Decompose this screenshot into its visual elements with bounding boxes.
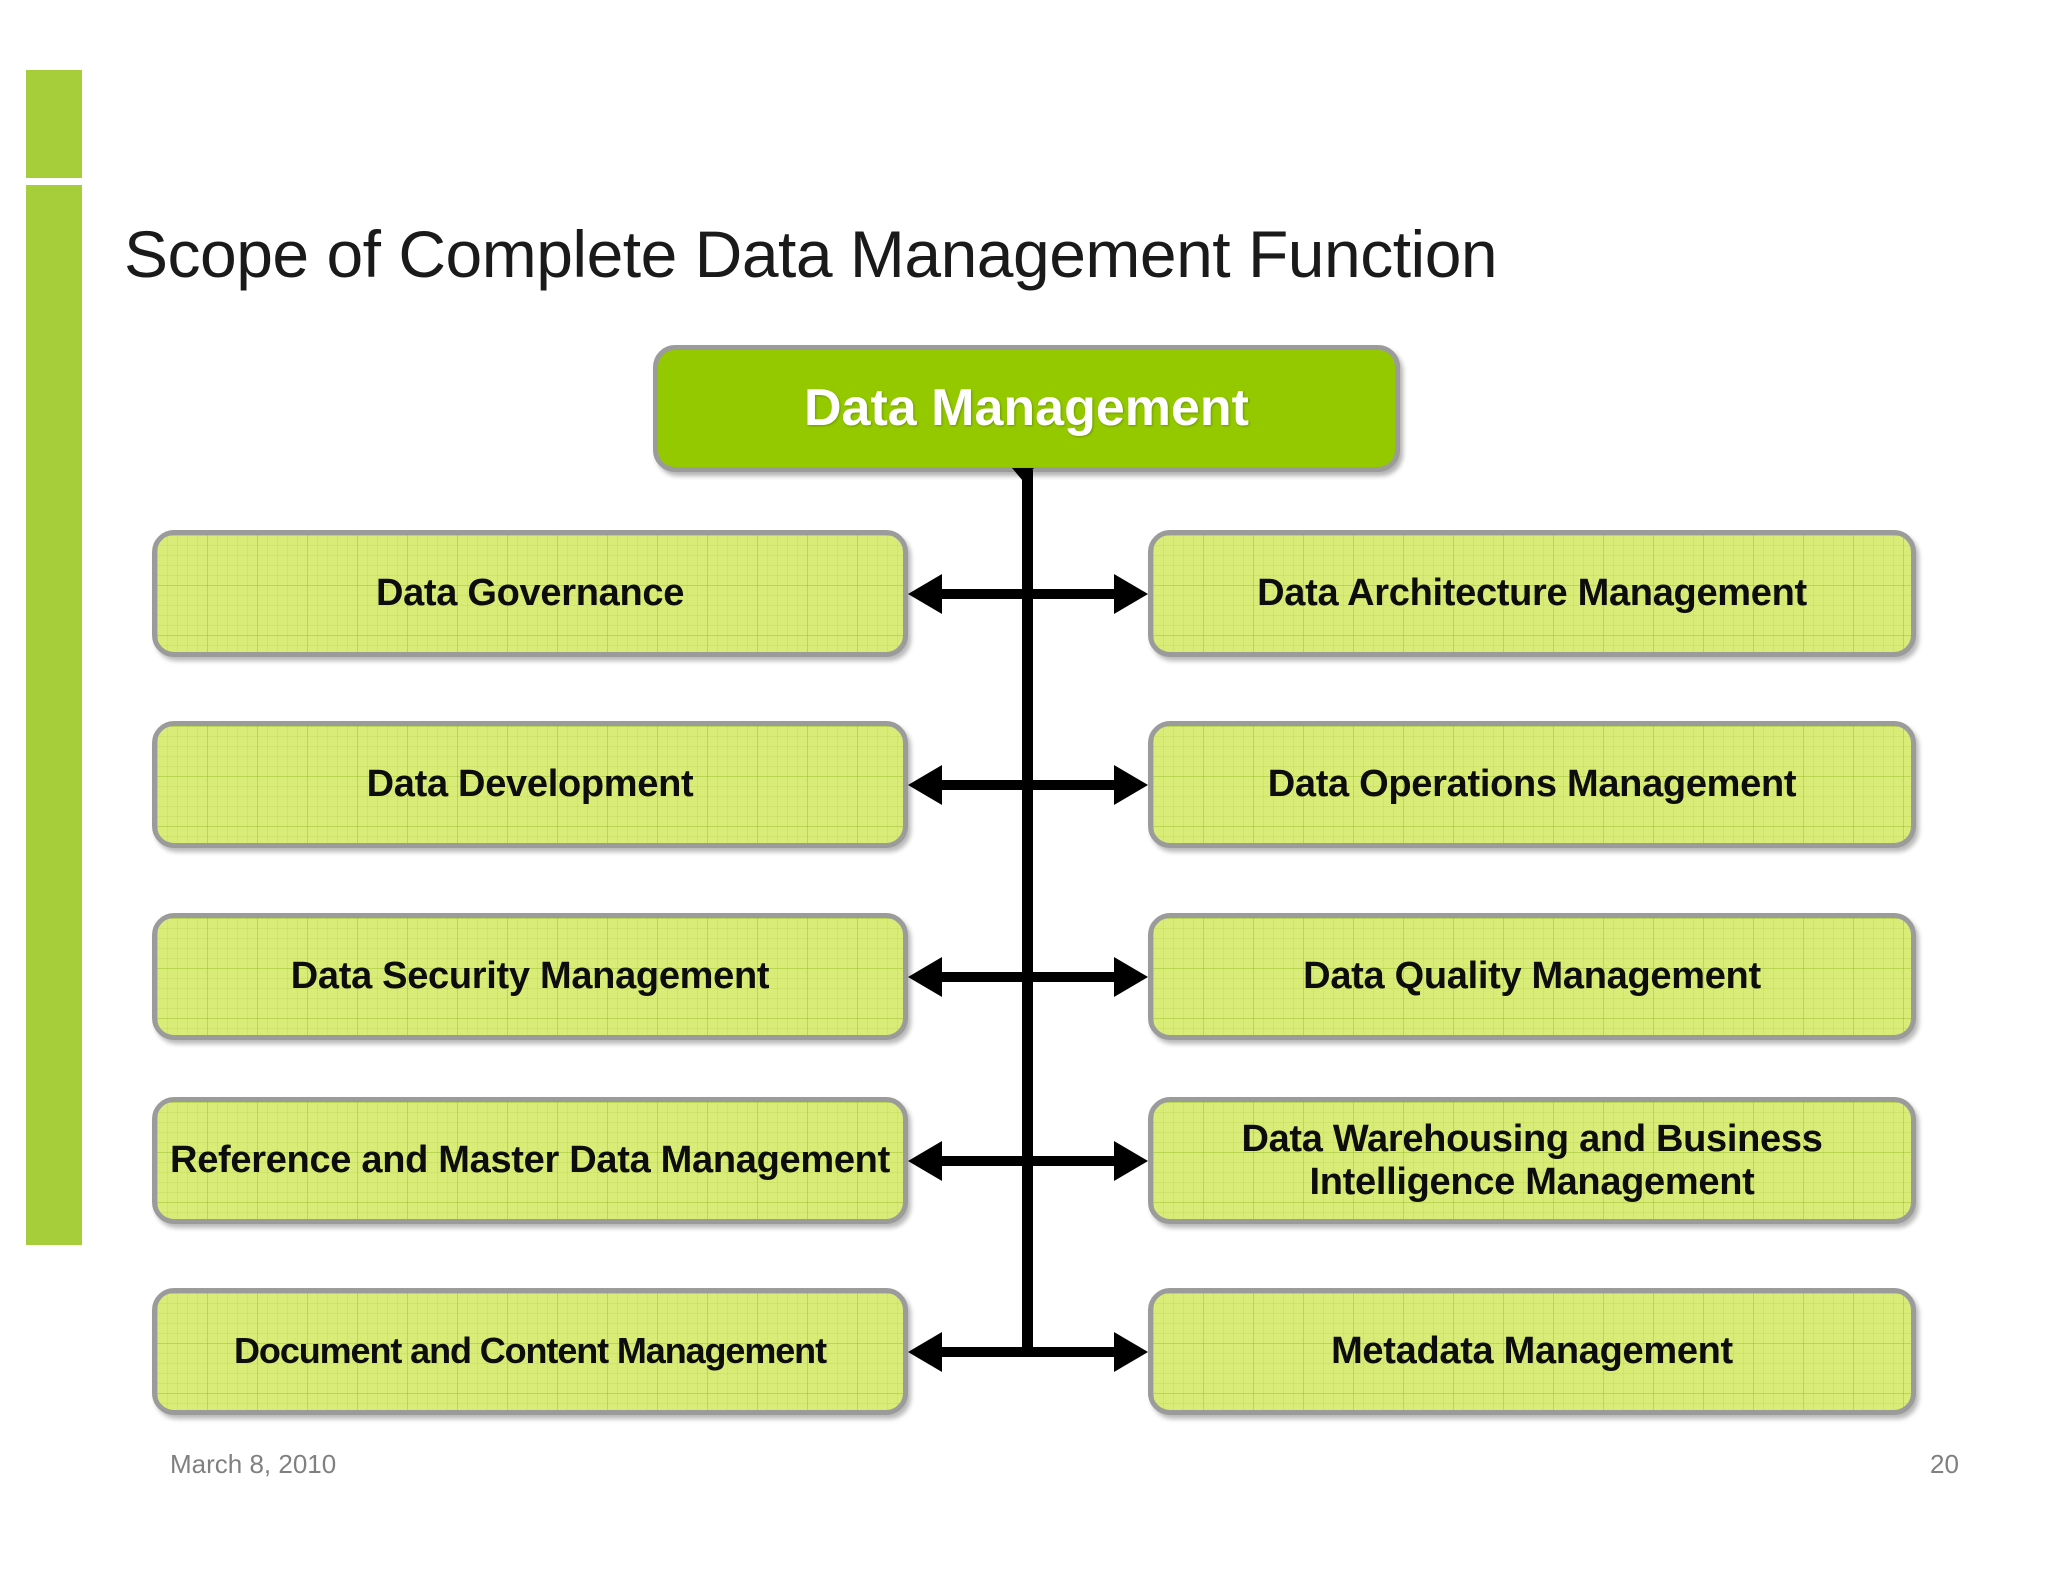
node-data-security-management[interactable]: Data Security Management [152,913,908,1040]
arrow-right-icon [1114,1332,1148,1372]
arrow-shaft [930,589,1126,599]
page-title: Scope of Complete Data Management Functi… [124,217,1498,292]
footer-page-number: 20 [1930,1449,1959,1479]
arrow-right-icon [1114,574,1148,614]
node-data-development-label: Data Development [366,763,694,806]
node-data-security-management-label: Data Security Management [290,955,770,998]
connector-row-5 [908,1332,1148,1372]
node-data-warehousing-and-business-intelligence-management[interactable]: Data Warehousing and Business Intelligen… [1148,1097,1916,1224]
connector-row-4 [908,1141,1148,1181]
arrow-right-icon [1114,765,1148,805]
node-data-operations-management[interactable]: Data Operations Management [1148,721,1916,848]
arrow-shaft [930,972,1126,982]
accent-bar-main [26,185,82,1245]
node-data-warehousing-and-business-intelligence-management-label: Data Warehousing and Business Intelligen… [1241,1117,1823,1203]
node-metadata-management[interactable]: Metadata Management [1148,1288,1916,1415]
node-reference-and-master-data-management-label: Reference and Master Data Management [170,1139,890,1182]
spine-connector [1022,470,1033,1355]
node-data-quality-management[interactable]: Data Quality Management [1148,913,1916,1040]
arrow-right-icon [1114,1141,1148,1181]
node-data-governance-label: Data Governance [375,572,685,615]
connector-row-2 [908,765,1148,805]
node-document-and-content-management-label: Document and Content Management [234,1330,827,1372]
node-metadata-management-label: Metadata Management [1331,1330,1733,1373]
connector-row-1 [908,574,1148,614]
footer-date: March 8, 2010 [170,1449,337,1479]
node-data-operations-management-label: Data Operations Management [1267,763,1797,806]
node-reference-and-master-data-management[interactable]: Reference and Master Data Management [152,1097,908,1224]
arrow-shaft [930,1156,1126,1166]
node-data-architecture-management-label: Data Architecture Management [1257,572,1807,615]
node-data-development[interactable]: Data Development [152,721,908,848]
connector-row-3 [908,957,1148,997]
node-data-governance[interactable]: Data Governance [152,530,908,657]
node-data-architecture-management[interactable]: Data Architecture Management [1148,530,1916,657]
accent-bar-top [26,70,82,178]
node-data-management-label: Data Management [804,379,1249,438]
node-data-quality-management-label: Data Quality Management [1303,955,1761,998]
arrow-shaft [930,1347,1126,1357]
arrow-right-icon [1114,957,1148,997]
node-data-management[interactable]: Data Management [653,345,1400,472]
arrow-shaft [930,780,1126,790]
node-document-and-content-management[interactable]: Document and Content Management [152,1288,908,1415]
